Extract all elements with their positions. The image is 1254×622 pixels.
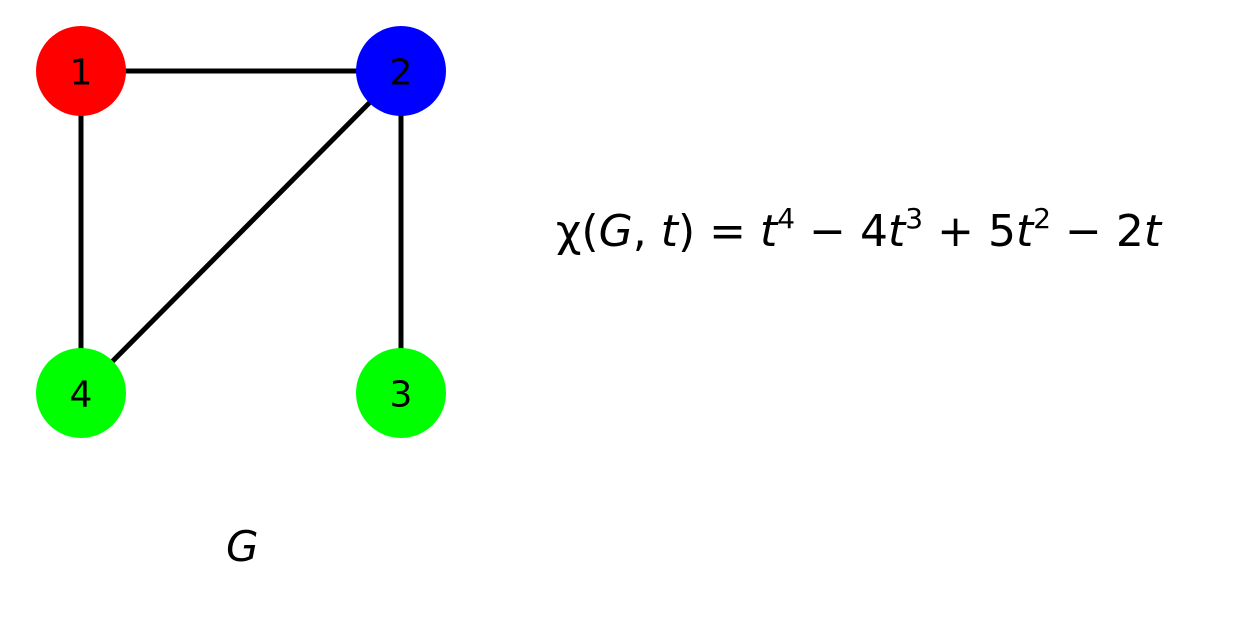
node-4-label: 4 <box>70 375 93 416</box>
term3-coefficient: 5 <box>987 206 1016 257</box>
term2-coefficient: 4 <box>859 206 888 257</box>
node-2: 2 <box>356 26 446 116</box>
graph-nodes: 1 2 3 4 <box>36 26 446 438</box>
node-3: 3 <box>356 348 446 438</box>
formula-close-paren: ) <box>677 206 696 257</box>
node-3-circle <box>356 348 446 438</box>
term4-var: t <box>1143 206 1162 257</box>
formula-t-var: t <box>660 206 678 257</box>
node-1-label: 1 <box>70 53 93 94</box>
graph-edges <box>78 68 404 395</box>
node-1: 1 <box>36 26 126 116</box>
term2-var: t <box>887 206 906 257</box>
formula-plus: + <box>937 206 974 257</box>
edge-2-4 <box>79 69 403 395</box>
node-2-label: 2 <box>390 53 413 94</box>
graph-label: G <box>226 522 259 571</box>
formula-equals: = <box>709 206 746 257</box>
term1-var: t <box>760 206 778 257</box>
chi-symbol: χ <box>556 206 582 257</box>
node-3-label: 3 <box>390 375 413 416</box>
formula-graph-var: G <box>598 206 633 257</box>
node-4: 4 <box>36 348 126 438</box>
formula-comma: , <box>632 206 661 257</box>
formula-minus-2: − <box>1065 206 1102 257</box>
node-2-circle <box>356 26 446 116</box>
term1-exponent: 4 <box>777 202 796 235</box>
node-4-circle <box>36 348 126 438</box>
formula-minus-1: − <box>809 206 846 257</box>
term4-coefficient: 2 <box>1115 206 1144 257</box>
term3-var: t <box>1015 206 1034 257</box>
term3-exponent: 2 <box>1033 202 1052 235</box>
formula-open-paren: ( <box>581 206 599 257</box>
node-1-circle <box>36 26 126 116</box>
chromatic-polynomial-formula: χ(G, t)=t4−4t3+5t2−2t <box>556 205 1161 254</box>
term2-exponent: 3 <box>905 202 924 235</box>
